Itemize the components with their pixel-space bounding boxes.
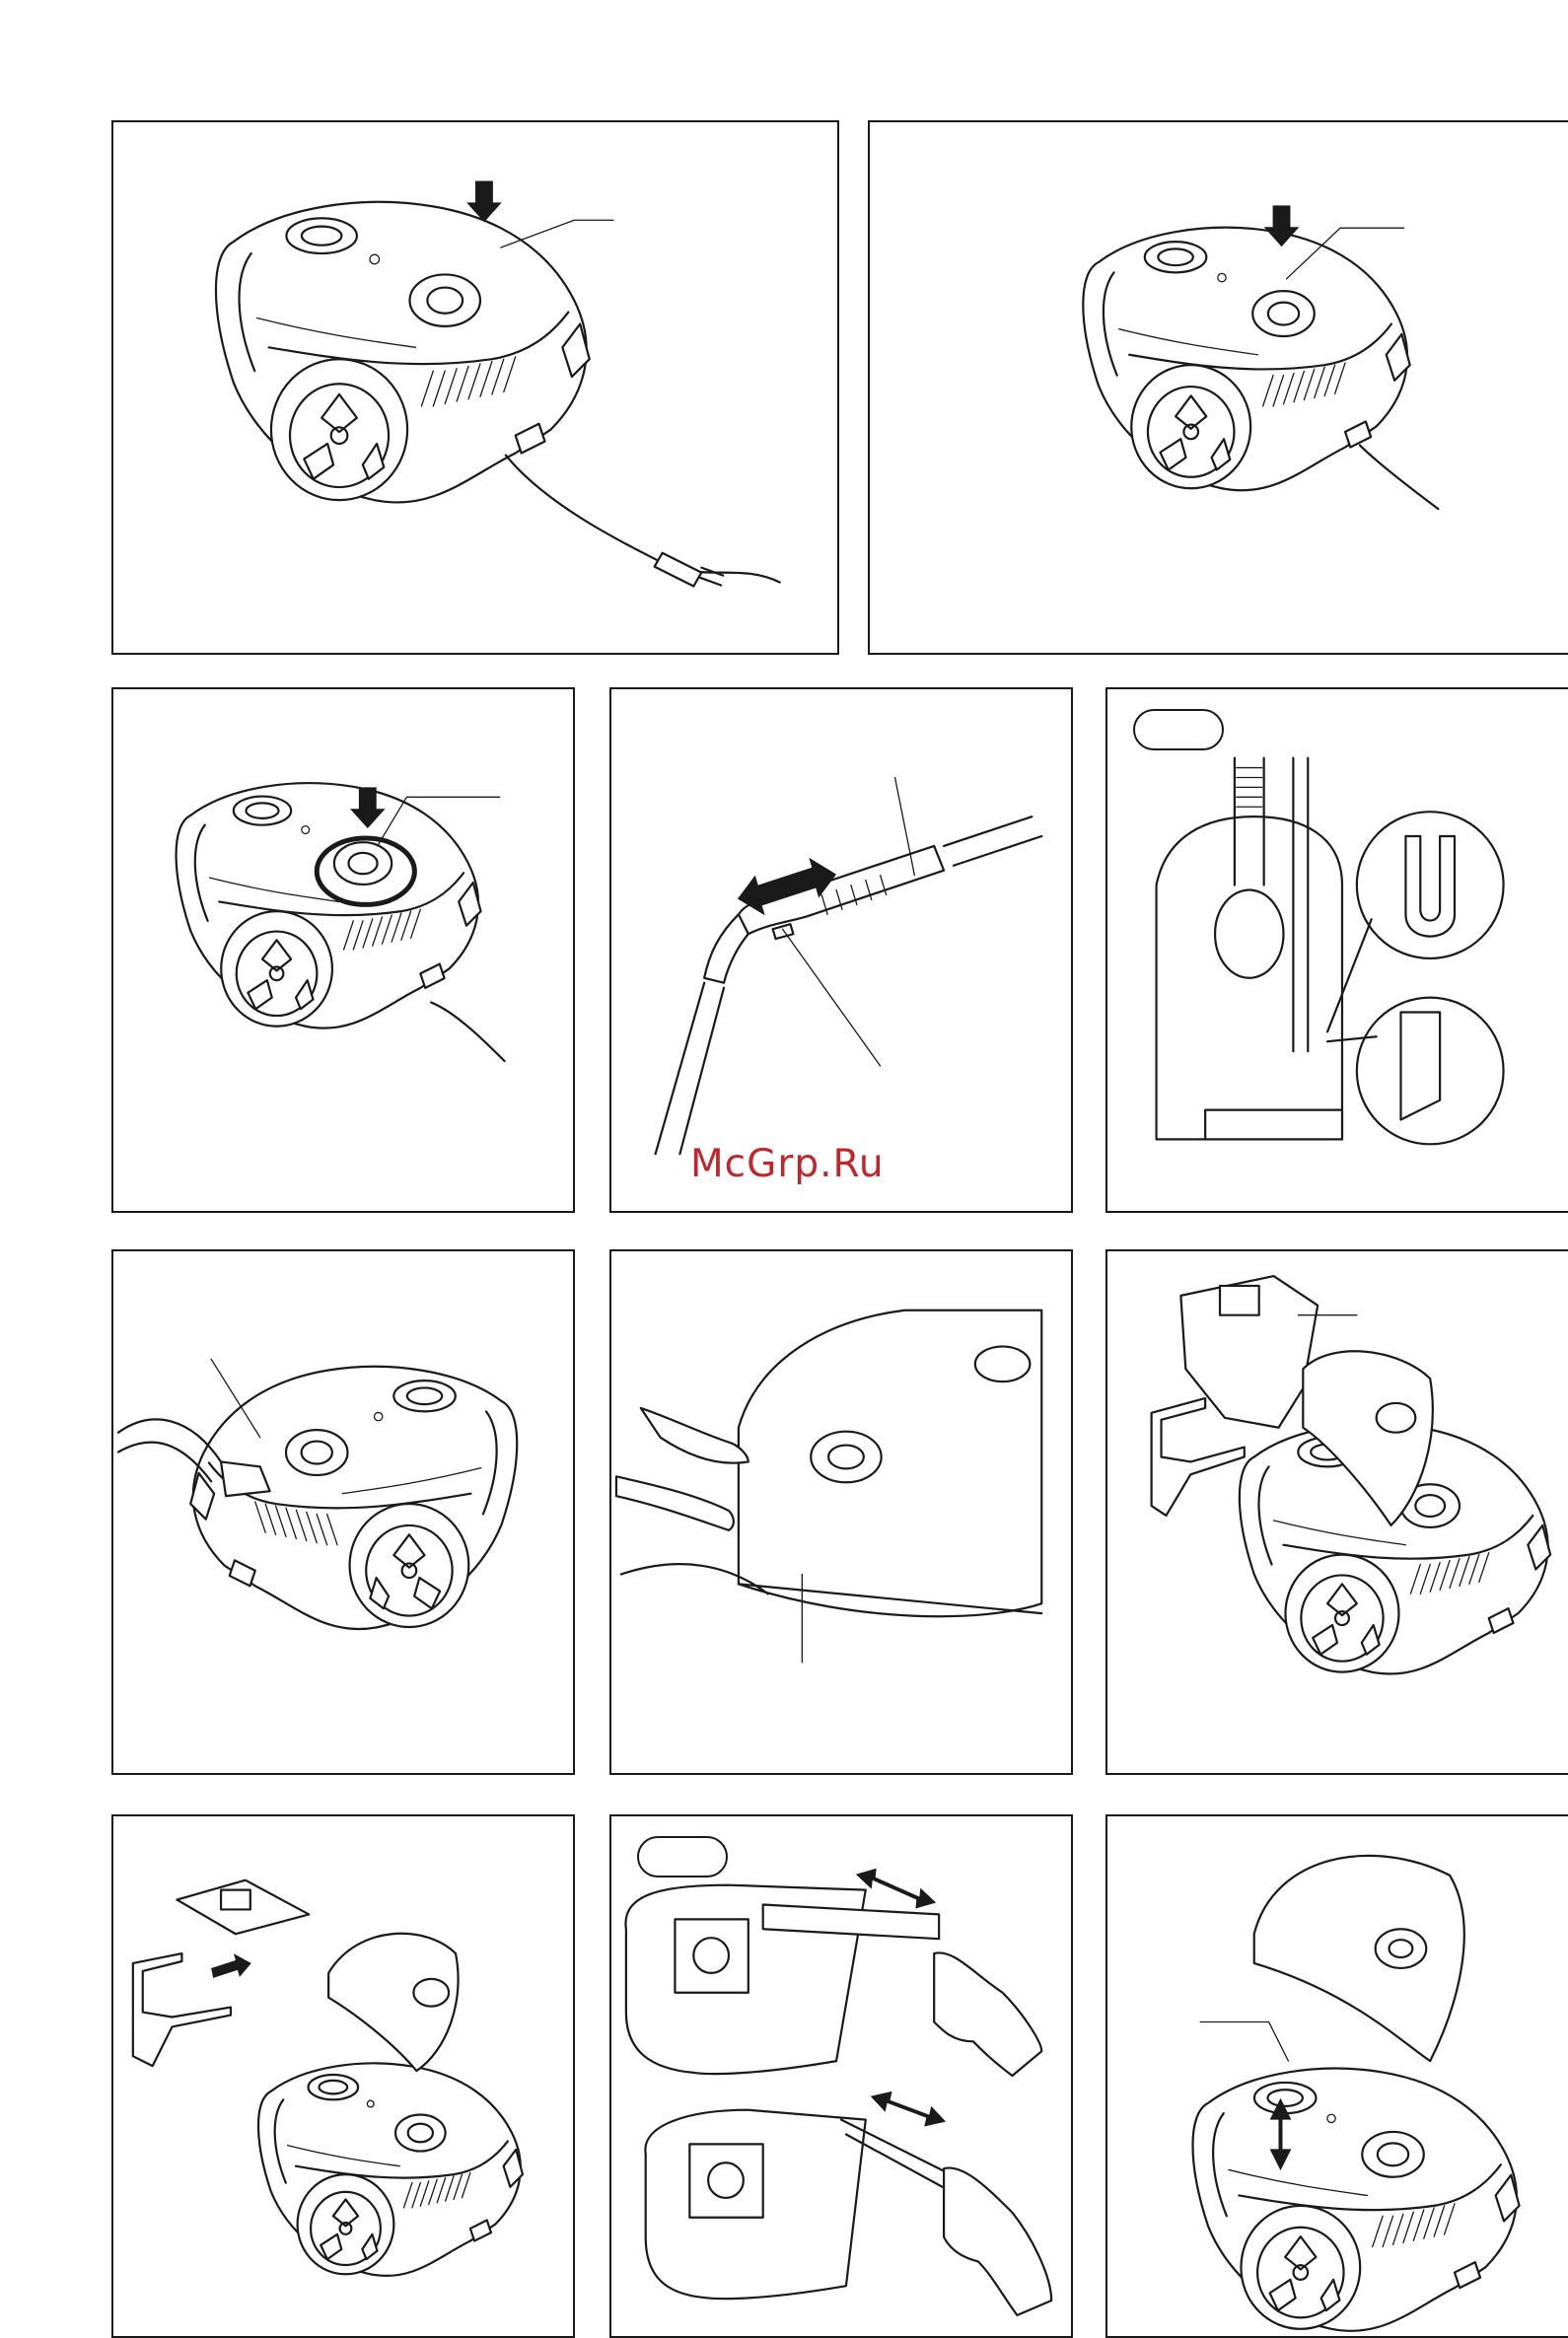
figure-4-panel — [609, 687, 1073, 1213]
figure-11-panel — [1105, 1814, 1568, 2338]
hose-connection-illustration — [113, 1251, 573, 1773]
bag-holder-removal-illustration — [1107, 1251, 1568, 1773]
watermark-text: McGrp.Ru — [690, 1142, 885, 1186]
vacuum-parking-illustration — [1107, 689, 1568, 1211]
figure-5-panel — [1105, 687, 1568, 1213]
filter-replacement-illustration — [1107, 1816, 1568, 2336]
bag-sealing-illustration — [611, 1816, 1071, 2336]
figure-3-panel — [111, 687, 575, 1213]
bag-insert-illustration — [113, 1816, 573, 2336]
figure-7-panel — [609, 1249, 1073, 1775]
figure-10-panel — [609, 1814, 1073, 2338]
vacuum-power-dial-illustration — [113, 689, 573, 1211]
vacuum-cord-plug-illustration — [113, 122, 837, 653]
figure-1-panel — [111, 120, 839, 655]
cover-open-illustration — [611, 1251, 1071, 1773]
vacuum-press-button-illustration — [870, 122, 1568, 653]
figure-9-panel — [111, 1814, 575, 2338]
figure-8-panel — [1105, 1249, 1568, 1775]
figure-2-panel — [868, 120, 1568, 655]
telescopic-tube-illustration — [611, 689, 1071, 1211]
figure-6-panel — [111, 1249, 575, 1775]
